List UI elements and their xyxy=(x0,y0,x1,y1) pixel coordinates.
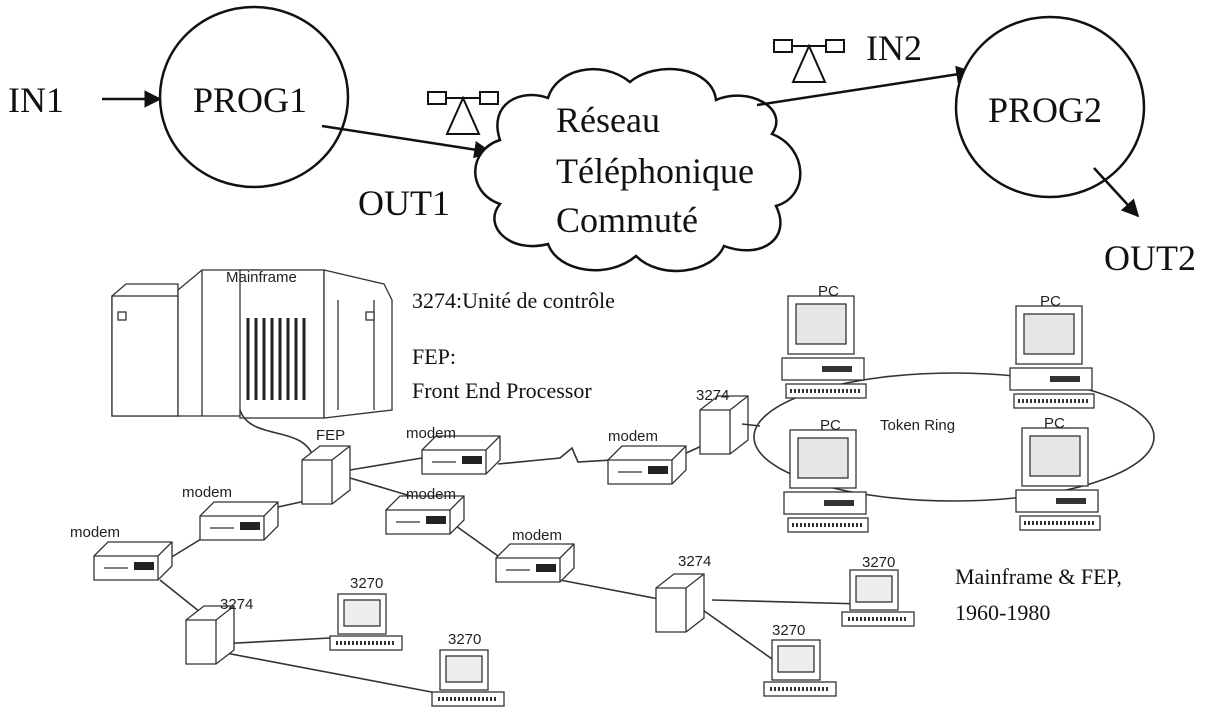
terminal-label-2: 3270 xyxy=(448,631,481,648)
cloud-line-2: Téléphonique xyxy=(556,151,754,191)
cloud-line-1: Réseau xyxy=(556,100,660,140)
in1-label: IN1 xyxy=(8,80,64,120)
out2-label: OUT2 xyxy=(1104,238,1196,278)
prog1-circle xyxy=(158,5,350,189)
modem-label-4: modem xyxy=(70,524,120,541)
modem-6 xyxy=(495,543,575,583)
network-links xyxy=(159,409,863,695)
prog2-label: PROG2 xyxy=(988,90,1102,130)
control-unit-right xyxy=(655,573,705,633)
telephone-icon-in2 xyxy=(773,39,845,83)
out1-label: OUT1 xyxy=(358,183,450,223)
pc-label-4: PC xyxy=(1044,415,1065,432)
terminal-label-3: 3270 xyxy=(862,554,895,571)
in2-label: IN2 xyxy=(866,28,922,68)
pc-1 xyxy=(780,294,868,400)
token-ring xyxy=(753,372,1155,502)
pc-3 xyxy=(782,428,870,534)
mainframe-label: Mainframe xyxy=(226,269,297,286)
cloud-line-3: Commuté xyxy=(556,200,698,240)
pc-label-2: PC xyxy=(1040,293,1061,310)
pc-2 xyxy=(1008,304,1096,410)
caption-line-1: Mainframe & FEP, xyxy=(955,564,1122,589)
modem-label-2: modem xyxy=(608,428,658,445)
token-ring-label: Token Ring xyxy=(880,417,955,434)
modem-3 xyxy=(199,501,279,541)
modem-label-6: modem xyxy=(512,527,562,544)
control-unit-note: 3274:Unité de contrôle xyxy=(412,288,615,313)
control-unit-label-right: 3274 xyxy=(678,553,711,570)
prog1-label: PROG1 xyxy=(193,80,307,120)
pc-label-3: PC xyxy=(820,417,841,434)
control-unit-ring xyxy=(699,395,749,455)
terminal-label-1: 3270 xyxy=(350,575,383,592)
caption-line-2: 1960-1980 xyxy=(955,600,1050,625)
out2-arrow xyxy=(1093,167,1140,218)
modem-2 xyxy=(607,445,687,485)
terminal-1 xyxy=(328,592,404,652)
terminal-3 xyxy=(840,568,916,628)
terminal-label-4: 3270 xyxy=(772,622,805,639)
modem-label-5: modem xyxy=(406,486,456,503)
fep-note-title: FEP: xyxy=(412,344,456,369)
fep-cube xyxy=(301,445,351,505)
pc-4 xyxy=(1014,426,1102,532)
modem-label-3: modem xyxy=(182,484,232,501)
control-unit-label-left: 3274 xyxy=(220,596,253,613)
telephone-icon-out1 xyxy=(427,91,499,135)
in2-arrow xyxy=(756,65,974,107)
pc-label-1: PC xyxy=(818,283,839,300)
fep-note-desc: Front End Processor xyxy=(412,378,592,403)
modem-4 xyxy=(93,541,173,581)
modem-label-1: modem xyxy=(406,425,456,442)
prog2-circle xyxy=(954,15,1146,199)
terminal-4 xyxy=(762,638,838,698)
fep-label: FEP xyxy=(316,427,345,444)
mainframe-icon xyxy=(111,269,393,419)
control-unit-left xyxy=(185,605,235,665)
terminal-2 xyxy=(430,648,506,708)
control-unit-label-ring: 3274 xyxy=(696,387,729,404)
pstn-cloud xyxy=(474,67,802,273)
out1-arrow xyxy=(321,124,492,159)
